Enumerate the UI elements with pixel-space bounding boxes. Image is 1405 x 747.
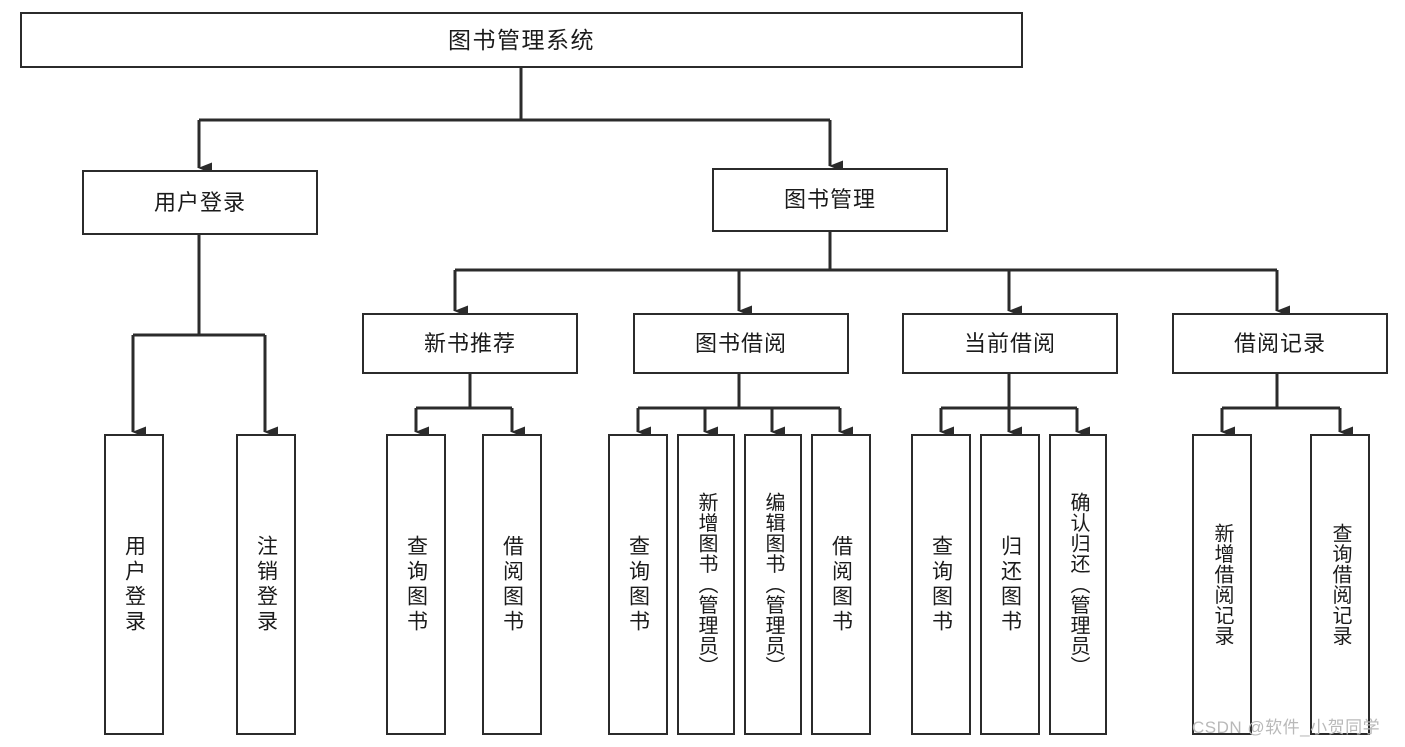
node-leaf-user-login-label: 用户登录 — [122, 534, 146, 635]
node-leaf-return-book[interactable]: 归还图书 — [980, 434, 1040, 735]
node-borrow-record[interactable]: 借阅记录 — [1172, 313, 1388, 374]
node-leaf-query-borrow-record-label: 查询借阅记录 — [1329, 523, 1351, 646]
node-leaf-query-book-borrow[interactable]: 查询图书 — [608, 434, 668, 735]
node-leaf-logout-label: 注销登录 — [254, 534, 278, 635]
node-leaf-edit-book-label: 编辑图书（管理员） — [762, 492, 784, 677]
node-book-borrow[interactable]: 图书借阅 — [633, 313, 849, 374]
node-user-login-label: 用户登录 — [153, 189, 246, 215]
node-leaf-query-book-borrow-label: 查询图书 — [626, 534, 650, 635]
node-leaf-user-login[interactable]: 用户登录 — [104, 434, 164, 735]
node-leaf-edit-book[interactable]: 编辑图书（管理员） — [744, 434, 802, 735]
node-book-mgmt-label: 图书管理 — [783, 187, 876, 213]
node-current-borrow-label: 当前借阅 — [963, 330, 1056, 356]
node-leaf-add-borrow-record[interactable]: 新增借阅记录 — [1192, 434, 1252, 735]
node-current-borrow[interactable]: 当前借阅 — [902, 313, 1118, 374]
node-borrow-record-label: 借阅记录 — [1233, 330, 1326, 356]
node-leaf-borrow-book-label: 借阅图书 — [829, 534, 853, 635]
csdn-watermark: CSDN @软件_小贺同学 — [1192, 718, 1381, 737]
node-root-label: 图书管理系统 — [448, 26, 595, 53]
node-leaf-query-book-current-label: 查询图书 — [929, 534, 953, 635]
node-leaf-query-book-recommend-label: 查询图书 — [404, 534, 428, 635]
node-new-book-recommend-label: 新书推荐 — [423, 330, 516, 356]
node-leaf-borrow-book-recommend[interactable]: 借阅图书 — [482, 434, 542, 735]
node-leaf-add-book-label: 新增图书（管理员） — [695, 492, 717, 677]
node-leaf-query-borrow-record[interactable]: 查询借阅记录 — [1310, 434, 1370, 735]
node-new-book-recommend[interactable]: 新书推荐 — [362, 313, 578, 374]
node-leaf-logout[interactable]: 注销登录 — [236, 434, 296, 735]
node-leaf-confirm-return-label: 确认归还（管理员） — [1067, 492, 1089, 677]
node-leaf-add-borrow-record-label: 新增借阅记录 — [1211, 523, 1233, 646]
node-leaf-return-book-label: 归还图书 — [998, 534, 1022, 635]
node-leaf-borrow-book-recommend-label: 借阅图书 — [500, 534, 524, 635]
node-user-login[interactable]: 用户登录 — [82, 170, 318, 235]
node-leaf-borrow-book[interactable]: 借阅图书 — [811, 434, 871, 735]
node-root[interactable]: 图书管理系统 — [20, 12, 1023, 68]
node-book-mgmt[interactable]: 图书管理 — [712, 168, 948, 232]
node-leaf-query-book-recommend[interactable]: 查询图书 — [386, 434, 446, 735]
node-leaf-add-book[interactable]: 新增图书（管理员） — [677, 434, 735, 735]
node-leaf-confirm-return[interactable]: 确认归还（管理员） — [1049, 434, 1107, 735]
node-book-borrow-label: 图书借阅 — [694, 330, 787, 356]
node-leaf-query-book-current[interactable]: 查询图书 — [911, 434, 971, 735]
